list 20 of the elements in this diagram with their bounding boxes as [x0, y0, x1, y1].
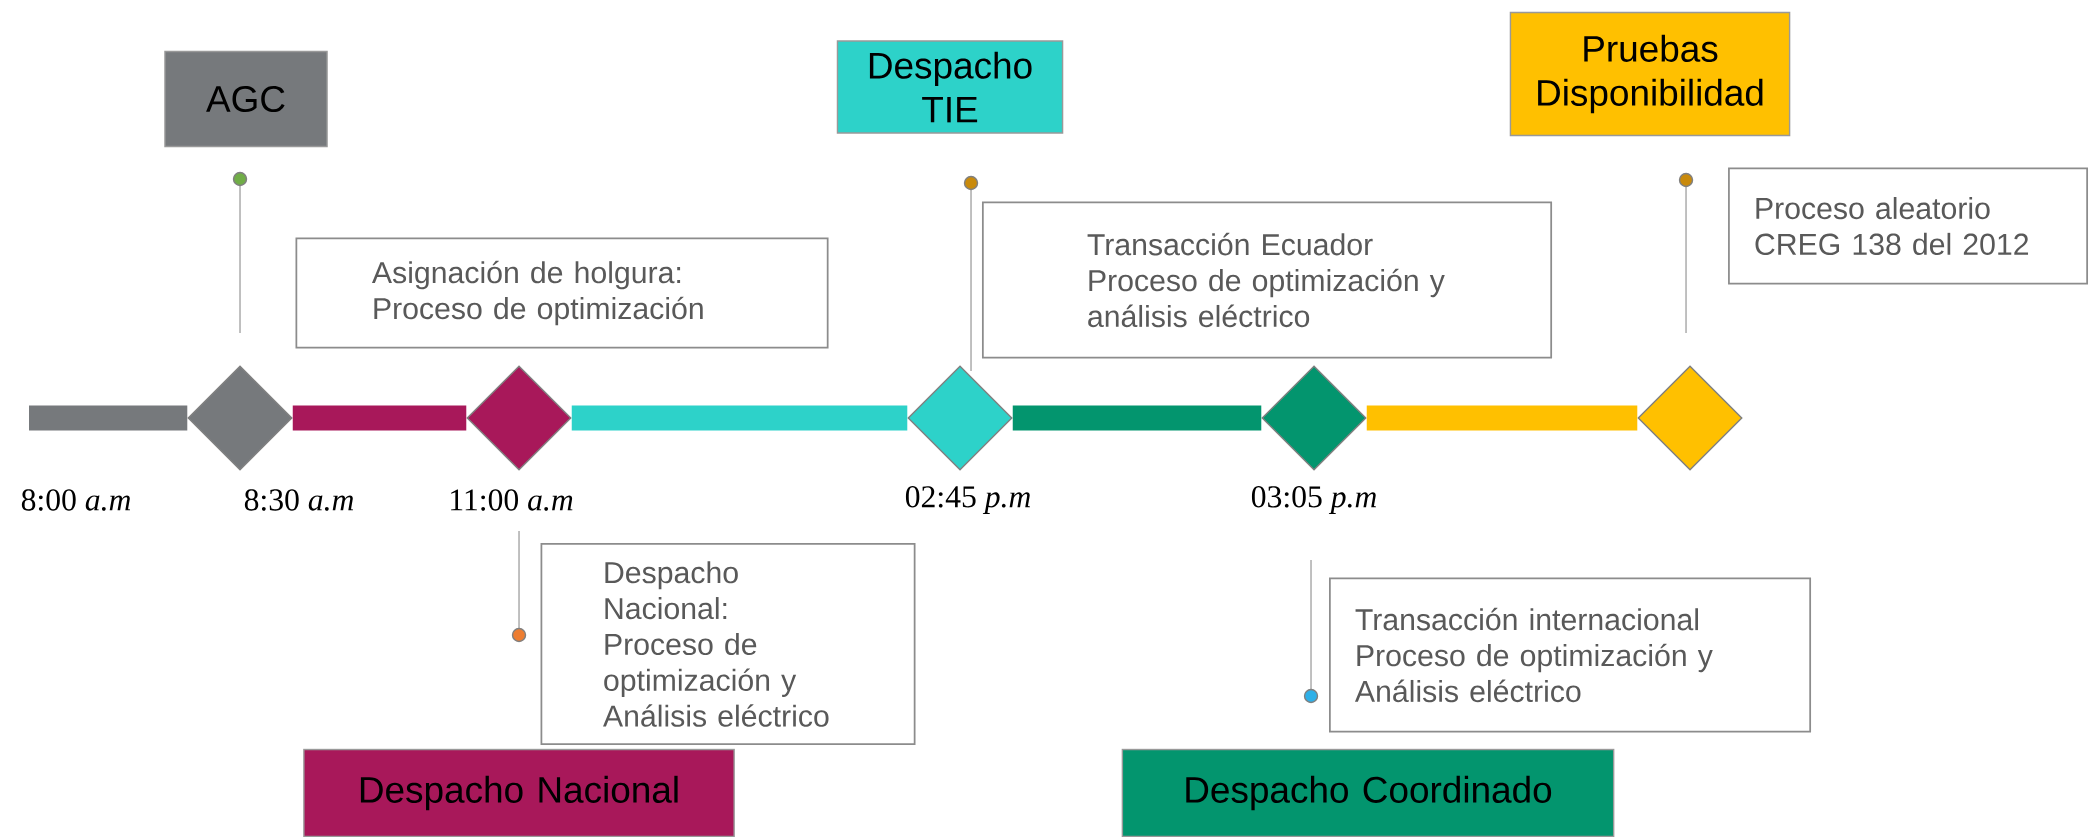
diamond-marker	[1637, 365, 1743, 471]
description-box: Proceso aleatorio CREG 138 del 2012	[1728, 167, 2088, 285]
time-label: 8:00 a.m	[21, 489, 131, 511]
diamond-marker	[907, 365, 1013, 471]
title-box: Despacho Coordinado	[1121, 748, 1615, 837]
time-label: 8:30 a.m	[244, 489, 354, 511]
title-box: Despacho TIE	[836, 40, 1064, 134]
description-box: Despacho Nacional: Proceso de optimización y Análisis eléctrico	[540, 543, 916, 745]
time-label: 02:45 p.m	[905, 486, 1030, 514]
title-box: AGC	[164, 50, 328, 148]
description-box: Asignación de holgura: Proceso de optimización	[295, 237, 829, 349]
diamond-marker	[466, 365, 572, 471]
title-box: Despacho Nacional	[303, 748, 735, 837]
title-box: Pruebas Disponibilidad	[1509, 11, 1791, 137]
diamond-marker	[1261, 365, 1367, 471]
time-label: 11:00 a.m	[451, 489, 573, 511]
description-box: Transacción internacional Proceso de optimización y Análisis eléctrico	[1329, 577, 1812, 733]
time-label: 03:05 p.m	[1251, 486, 1376, 514]
diamond-marker	[187, 365, 293, 471]
description-box: Transacción Ecuador Proceso de optimización y análisis eléctrico	[982, 201, 1553, 359]
